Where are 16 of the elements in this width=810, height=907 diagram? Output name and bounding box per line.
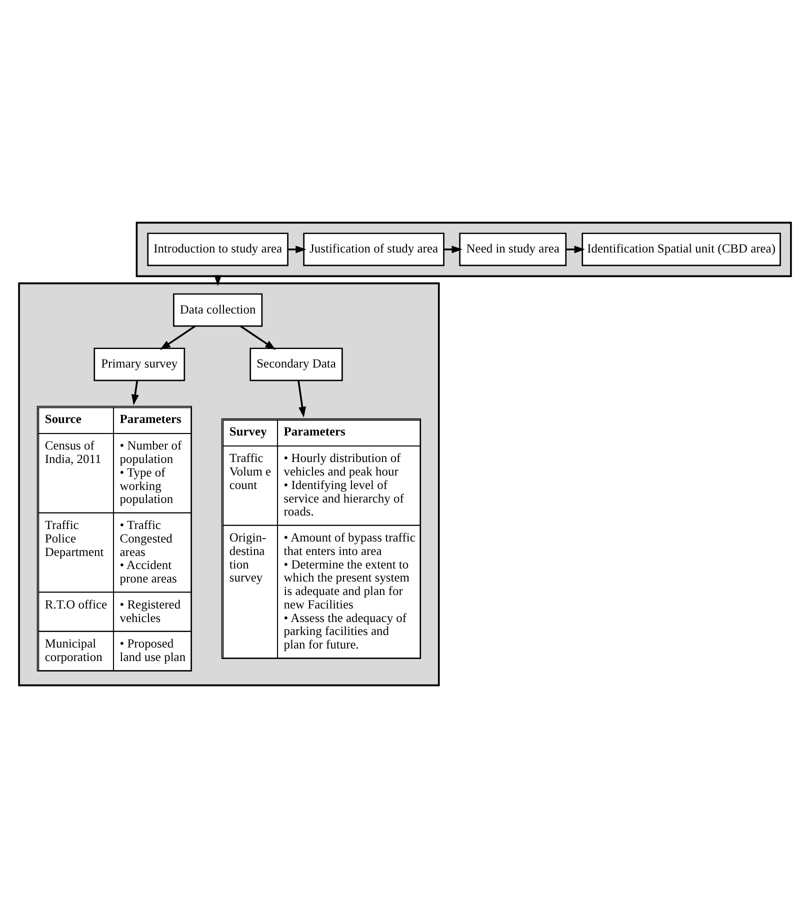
arrow: [566, 245, 586, 253]
node-box: Data collection: [173, 292, 263, 326]
arrow: [288, 245, 306, 253]
node-box: Justification of study area: [303, 232, 444, 266]
arrow: [131, 380, 139, 405]
arrow: [160, 324, 196, 350]
node-box: Introduction to study area: [147, 232, 288, 266]
arrow: [240, 324, 276, 350]
node-box: Need in study area: [459, 232, 567, 266]
node-box: Primary survey: [94, 347, 186, 381]
cluster: [18, 282, 440, 686]
node-box: Secondary Data: [250, 347, 343, 381]
arrow: [298, 380, 306, 418]
node-box: Identification Spatial unit (CBD area): [582, 232, 781, 266]
arrow: [444, 245, 462, 253]
cluster: [136, 221, 792, 277]
